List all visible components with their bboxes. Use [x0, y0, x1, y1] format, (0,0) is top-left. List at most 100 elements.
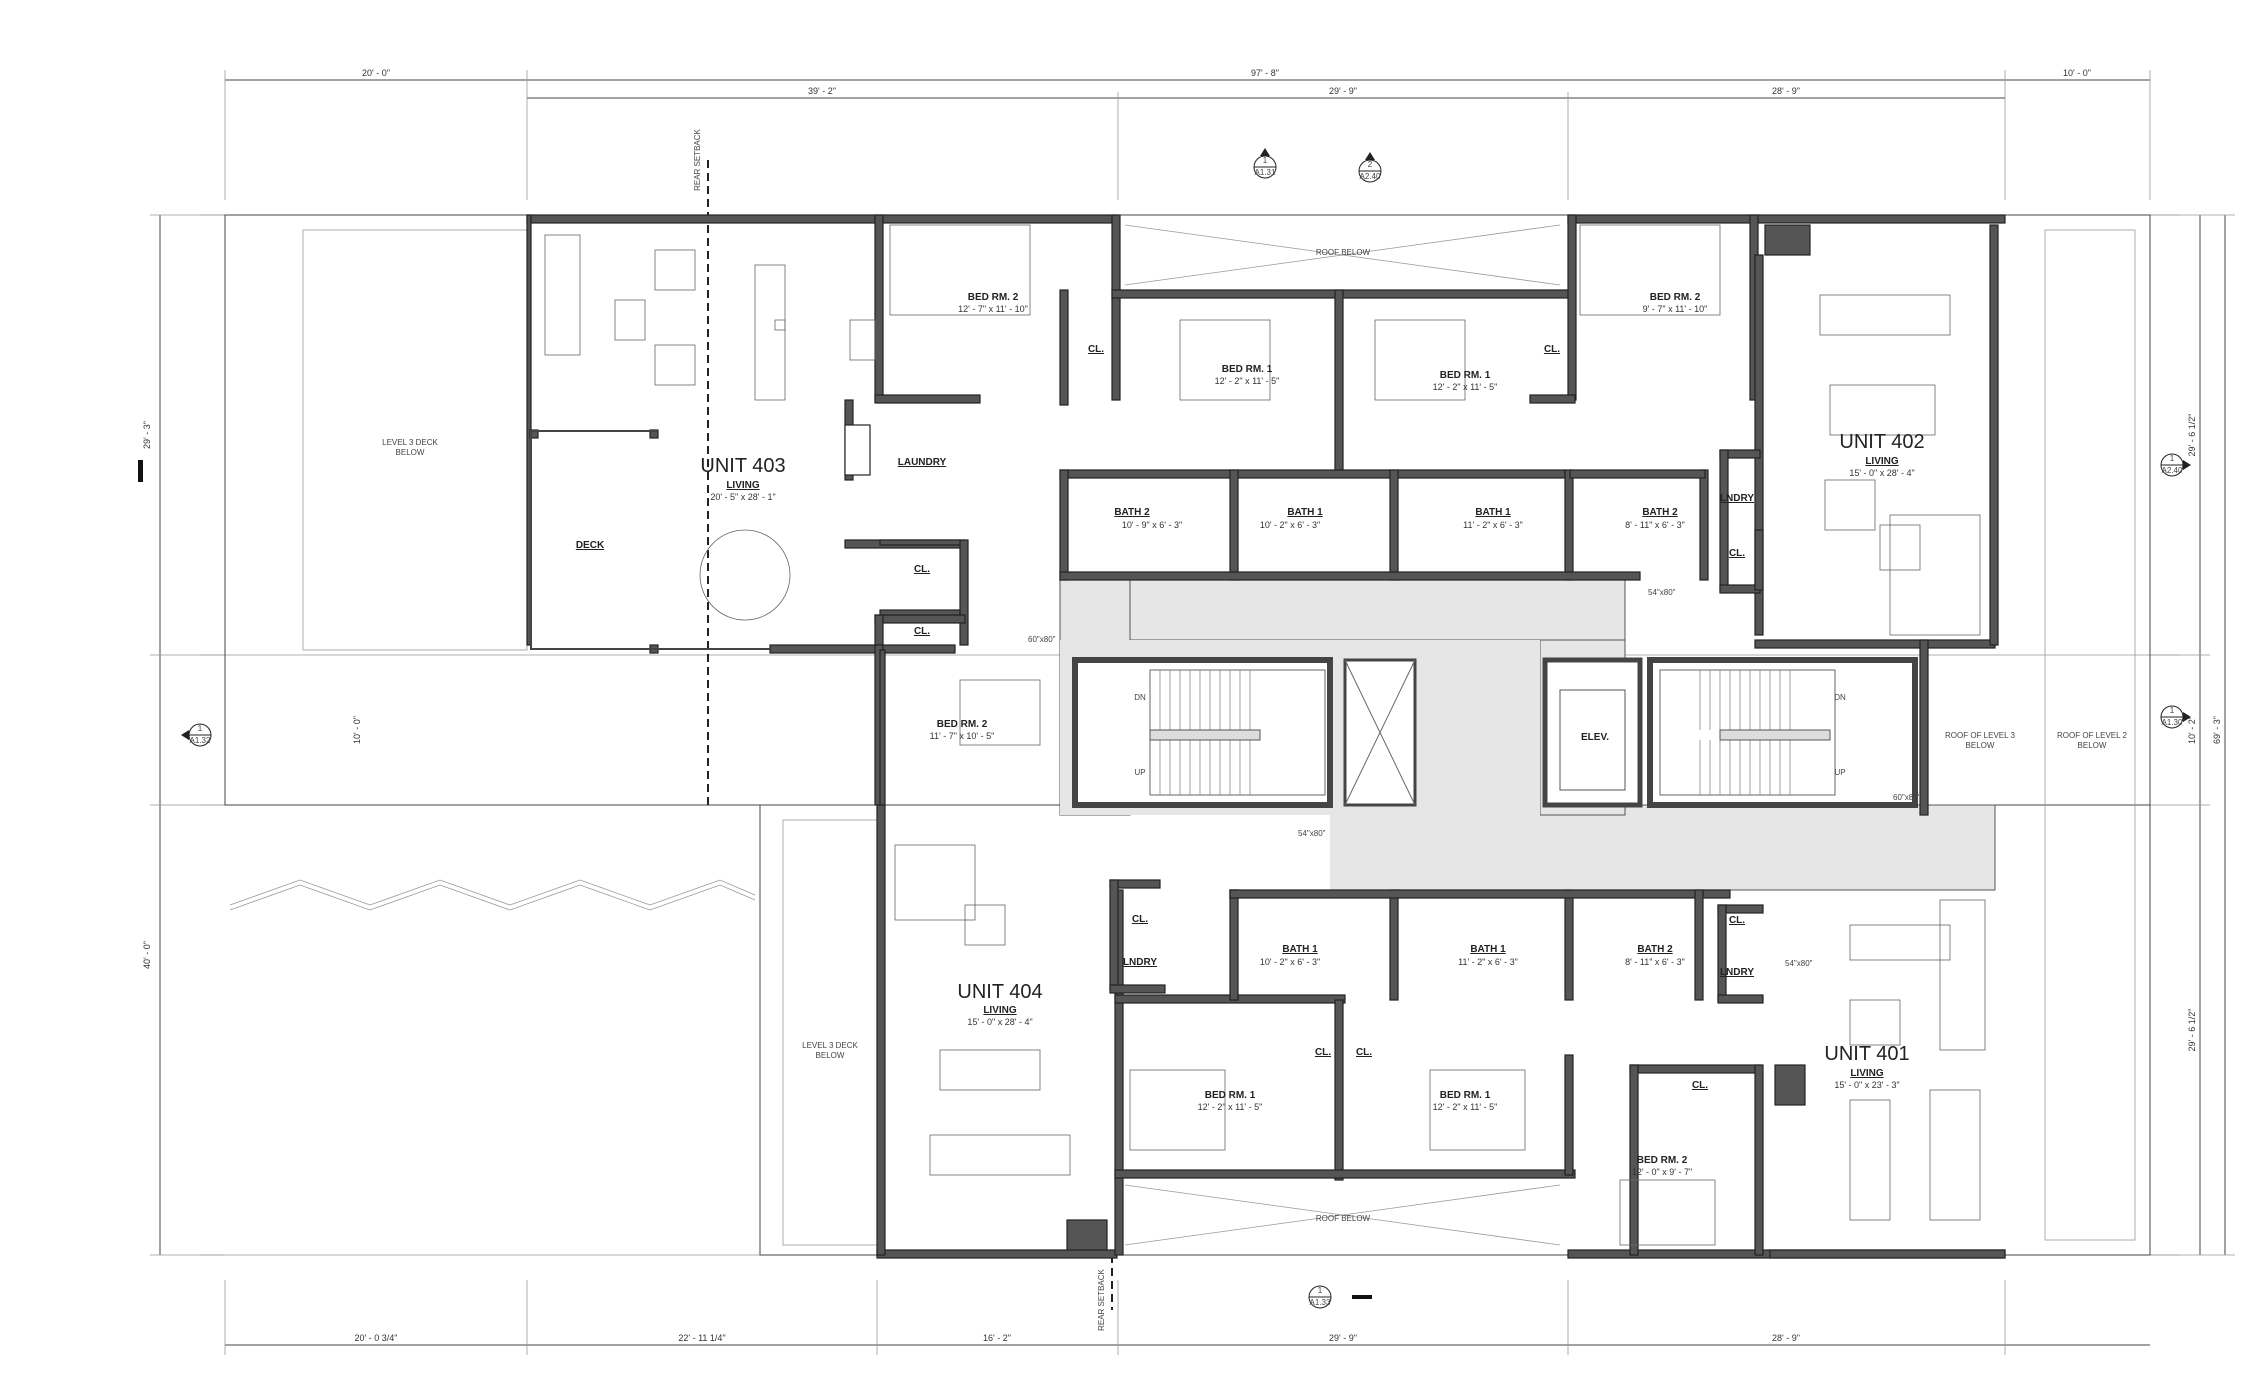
rear-setback-label-bottom: REAR SETBACK — [1097, 1268, 1106, 1330]
bed1-nw-dim: 12' - 2" x 11' - 5" — [1215, 376, 1280, 386]
shaft — [1343, 658, 1417, 807]
dim-bottom-seg3: 16' - 2" — [983, 1333, 1011, 1343]
deck-label: DECK — [576, 540, 605, 551]
bed2-402-label: BED RM. 2 — [1650, 292, 1701, 303]
stair-west-dn: DN — [1134, 693, 1146, 702]
section-tag-top2-num: 2 — [1368, 160, 1373, 169]
section-tag-right2-sheet: A1.30 — [2162, 718, 2183, 727]
dim-bottom-seg4: 29' - 9" — [1329, 1333, 1357, 1343]
bottom-dimensions: 20' - 0 3/4" 22' - 11 1/4" 16' - 2" 29' … — [224, 1280, 2150, 1355]
section-tag-bottom1-num: 1 — [1318, 1286, 1323, 1295]
dim-bottom-seg1: 20' - 0 3/4" — [355, 1333, 398, 1343]
bath2-nw-dim: 10' - 9" x 6' - 3" — [1122, 520, 1182, 530]
roof-below-north: ROOF BELOW — [1316, 248, 1371, 257]
door-note-3: 54"x80" — [1298, 829, 1326, 838]
roof-l2-l1: ROOF OF LEVEL 2 — [2057, 731, 2127, 740]
dim-top-seg2: 29' - 9" — [1329, 86, 1357, 96]
closet-nw: CL. — [1088, 344, 1104, 355]
elevator: ELEV. — [1542, 657, 1643, 808]
section-tag-right1-num: 1 — [2170, 454, 2175, 463]
bed2-404-label: BED RM. 2 — [937, 719, 988, 730]
area-labels: LEVEL 3 DECK BELOW LEVEL 3 DECK BELOW RO… — [382, 438, 2127, 1060]
bed2-401-label: BED RM. 2 — [1637, 1155, 1688, 1166]
door-note-1: 54"x80" — [1648, 588, 1676, 597]
unit-404-living: LIVING — [983, 1005, 1017, 1016]
rear-setback: REAR SETBACK REAR SETBACK — [693, 128, 1113, 1331]
section-tag-left1-sheet: A1.32 — [190, 736, 211, 745]
section-tag-bottom1[interactable]: 1 A1.33 — [1308, 1285, 1372, 1309]
bath2-ne-dim: 8' - 11" x 6' - 3" — [1625, 520, 1685, 530]
dim-right-middle: 10' - 2" — [2187, 716, 2197, 744]
level3-deck-west-l2: BELOW — [396, 448, 425, 457]
section-tag-left1[interactable]: 1 A1.32 — [181, 723, 212, 747]
roof-l2-l2: BELOW — [2078, 741, 2107, 750]
bath2-nw-label: BATH 2 — [1114, 507, 1150, 518]
section-tag-bottom1-sheet: A1.33 — [1310, 1298, 1331, 1307]
roof-below-markers: ROOF BELOW ROOF BELOW — [1124, 224, 1561, 1246]
laundry-label: LAUNDRY — [898, 457, 947, 468]
section-tag-top1[interactable]: 1 A1.31 — [1253, 148, 1277, 179]
unit-403-title: UNIT 403 — [700, 455, 785, 477]
section-tag-right2[interactable]: 1 A1.30 — [2160, 705, 2191, 729]
closet-labels: CL. CL. CL. CL. CL. LNDRY CL. LNDRY CL. … — [914, 344, 1754, 1091]
closet-ne: CL. — [1544, 344, 1560, 355]
left-dimensions: 29' - 3" 10' - 0" 40' - 0" — [138, 214, 362, 1256]
dim-right-lower: 29' - 6 1/2" — [2187, 1009, 2197, 1052]
unit-404-dim: 15' - 0" x 28' - 4" — [967, 1017, 1032, 1027]
unit-402-dim: 15' - 0" x 28' - 4" — [1849, 468, 1914, 478]
walls — [526, 214, 2006, 1259]
unit-labels: UNIT 403 LIVING 20' - 5" x 28' - 1" UNIT… — [700, 431, 1924, 1090]
level3-deck-west-l1: LEVEL 3 DECK — [382, 438, 438, 447]
bed1-se-dim: 12' - 2" x 11' - 5" — [1433, 1102, 1498, 1112]
bed1-sw-label: BED RM. 1 — [1205, 1090, 1256, 1101]
section-tag-right2-num: 1 — [2170, 706, 2175, 715]
dim-left-middle: 10' - 0" — [352, 716, 362, 744]
door-note-5: 60"x80" — [1893, 793, 1921, 802]
bed1-ne-dim: 12' - 2" x 11' - 5" — [1433, 382, 1498, 392]
furniture — [544, 224, 1986, 1246]
section-tag-right1-sheet: A2.40 — [2162, 466, 2183, 475]
section-tag-top2[interactable]: 2 A2.40 — [1358, 152, 1382, 183]
bath1-se-dim: 11' - 2" x 6' - 3" — [1458, 957, 1518, 967]
dim-top-left: 20' - 0" — [362, 68, 390, 78]
stair-east-dn: DN — [1834, 693, 1846, 702]
bath1-sw-dim: 10' - 2" x 6' - 3" — [1260, 957, 1320, 967]
top-dimensions: 20' - 0" 97' - 8" 10' - 0" 39' - 2" 29' … — [224, 68, 2151, 200]
roof-below-south: ROOF BELOW — [1316, 1214, 1371, 1223]
section-tag-top1-num: 1 — [1263, 156, 1268, 165]
closet-404: CL. — [1132, 914, 1148, 925]
closet-sw: CL. — [1315, 1047, 1331, 1058]
dim-bottom-seg5: 28' - 9" — [1772, 1333, 1800, 1343]
section-tag-top1-sheet: A1.31 — [1255, 168, 1276, 177]
bath1-nw-dim: 10' - 2" x 6' - 3" — [1260, 520, 1320, 530]
closet-403-a: CL. — [914, 564, 930, 575]
unit-401-dim: 15' - 0" x 23' - 3" — [1834, 1080, 1899, 1090]
dim-left-lower: 40' - 0" — [142, 941, 152, 969]
bed2-403-label: BED RM. 2 — [968, 292, 1019, 303]
rear-setback-label-top: REAR SETBACK — [693, 128, 702, 190]
closet-401-bed: CL. — [1692, 1080, 1708, 1091]
section-tag-top2-sheet: A2.40 — [1360, 172, 1381, 181]
closet-402: CL. — [1729, 548, 1745, 559]
section-tag-left1-num: 1 — [198, 724, 203, 733]
right-dimensions: 29' - 6 1/2" 10' - 2" 29' - 6 1/2" 69' -… — [2150, 214, 2235, 1256]
closet-403-b: CL. — [914, 626, 930, 637]
section-tag-right1[interactable]: 1 A2.40 — [2160, 453, 2191, 477]
dim-top-main: 97' - 8" — [1251, 68, 1279, 78]
bath1-sw-label: BATH 1 — [1282, 944, 1318, 955]
bed2-402-dim: 9' - 7" x 11' - 10" — [1643, 304, 1708, 314]
bath1-se-label: BATH 1 — [1470, 944, 1506, 955]
unit-401-title: UNIT 401 — [1824, 1043, 1909, 1065]
dim-top-right: 10' - 0" — [2063, 68, 2091, 78]
unit-404-title: UNIT 404 — [957, 981, 1042, 1003]
unit-402-living: LIVING — [1865, 456, 1899, 467]
bath2-se-label: BATH 2 — [1637, 944, 1673, 955]
stair-east-up: UP — [1834, 768, 1845, 777]
bath2-ne-label: BATH 2 — [1642, 507, 1678, 518]
bed1-sw-dim: 12' - 2" x 11' - 5" — [1198, 1102, 1263, 1112]
door-notes: 54"x80" 60"x80" 54"x80" 54"x80" 60"x80" — [1028, 588, 1921, 968]
bed1-nw-label: BED RM. 1 — [1222, 364, 1273, 375]
bed1-ne-label: BED RM. 1 — [1440, 370, 1491, 381]
bed2-401-dim: 12' - 0" x 9' - 7" — [1632, 1167, 1692, 1177]
stair-west: DN UP — [1072, 657, 1333, 808]
